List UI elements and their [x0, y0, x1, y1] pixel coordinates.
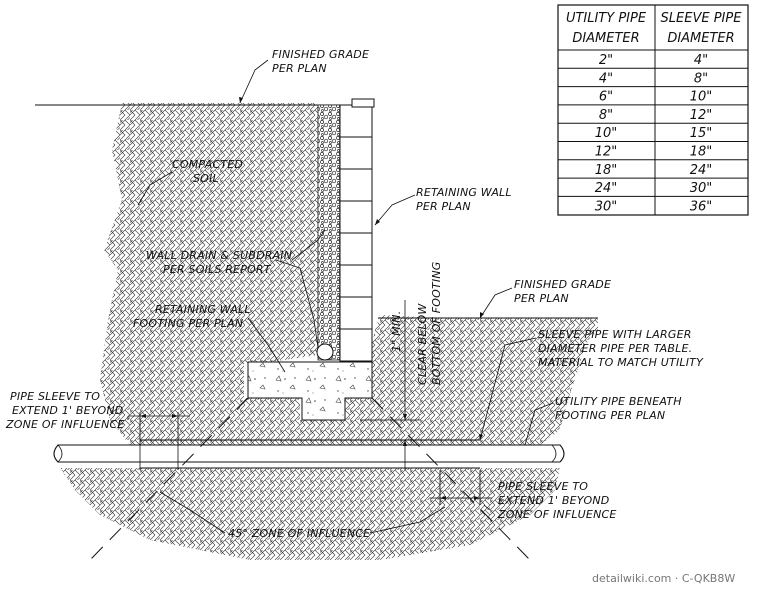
leader-wall-drain: [275, 259, 319, 349]
table-cell-sleeve-diameter: 8": [694, 71, 708, 86]
wall-block: [339, 264, 373, 298]
leader-utility-pipe: [524, 402, 554, 446]
table-cell-sleeve-diameter: 10": [690, 90, 713, 105]
table-cell-utility-diameter: 8": [599, 108, 613, 123]
label-finished-grade-right-2: PER PLAN: [514, 292, 569, 305]
label-pipe-sleeve-right-3: ZONE OF INFLUENCE: [497, 508, 617, 521]
leader-arrow-3: [480, 312, 484, 318]
table-cell-utility-diameter: 10": [595, 126, 618, 141]
table-cell-utility-diameter: 2": [599, 53, 613, 68]
compacted-soil-upper-left: [100, 103, 598, 445]
table-cell-utility-diameter: 4": [599, 71, 613, 86]
leader-arrow-1: [239, 97, 243, 103]
label-sleeve-pipe-1: SLEEVE PIPE WITH LARGER: [538, 328, 692, 341]
label-wall-drain-1: WALL DRAIN & SUBDRAIN: [146, 249, 292, 262]
watermark: detailwiki.com · C-QKB8W: [592, 572, 735, 585]
wall-cap: [351, 98, 375, 108]
wall-block: [339, 104, 373, 138]
label-footing-2: FOOTING PER PLAN: [133, 317, 243, 330]
wall-block: [339, 296, 373, 330]
table-cell-sleeve-diameter: 4": [694, 53, 708, 68]
label-zone-of-influence: 45° ZONE OF INFLUENCE: [228, 527, 370, 540]
table-header-utility-2: DIAMETER: [572, 31, 639, 46]
wall-block: [339, 328, 373, 362]
table-cell-utility-diameter: 18": [595, 163, 618, 178]
leader-sleeve-right: [483, 504, 491, 511]
leader-footing: [247, 317, 286, 373]
label-compacted-soil-1: COMPACTED: [172, 158, 243, 171]
label-compacted-soil-2: SOIL: [193, 172, 219, 185]
wall-drain-gravel: [317, 104, 341, 361]
table-cell-utility-diameter: 12": [595, 145, 618, 160]
label-finished-grade-top-2: PER PLAN: [272, 62, 327, 75]
leader-arrow-4: [479, 434, 483, 440]
label-pipe-sleeve-right-2: EXTEND 1' BEYOND: [498, 494, 609, 507]
table-header-sleeve-1: SLEEVE PIPE: [661, 11, 743, 26]
table-cell-sleeve-diameter: 15": [690, 126, 713, 141]
table-cell-sleeve-diameter: 30": [690, 181, 713, 196]
table-header-sleeve-2: DIAMETER: [667, 31, 734, 46]
label-finished-grade-top-1: FINISHED GRADE: [272, 48, 369, 61]
compacted-soil-lower: [60, 468, 560, 560]
leader-sleeve-pipe: [479, 337, 537, 441]
zone-of-influence-right: [371, 397, 531, 561]
leader-zone-left: [159, 491, 226, 534]
sleeve-size-table: 2" 4" 4" 8" 6" 10" 8" 12" 10" 15" 12" 18" 18" 24" 24" 3…: [557, 4, 749, 216]
label-utility-pipe-1: UTILITY PIPE BENEATH: [555, 395, 682, 408]
leader-zone-right: [369, 506, 446, 534]
table-cell-sleeve-diameter: 24": [690, 163, 713, 178]
wall-block: [339, 168, 373, 202]
retaining-wall-footing: [247, 361, 373, 421]
utility-pipe-left-end: [57, 444, 63, 463]
utility-pipe: [53, 444, 565, 463]
wall-block: [339, 136, 373, 170]
leader-gravel: [291, 229, 326, 261]
leader-finished-grade-top: [239, 59, 269, 104]
label-clear-2: CLEAR BELOW: [416, 303, 429, 385]
leader-retaining-wall: [374, 194, 416, 226]
table-cell-utility-diameter: 24": [595, 181, 618, 196]
label-finished-grade-right-1: FINISHED GRADE: [514, 278, 611, 291]
retaining-wall-blocks: [339, 98, 375, 362]
label-footing-1: RETAINING WALL: [155, 303, 251, 316]
label-clear-1: 1" MIN.: [390, 311, 403, 352]
label-sleeve-pipe-2: DIAMETER PIPE PER TABLE.: [538, 342, 692, 355]
label-retaining-wall-2: PER PLAN: [416, 200, 471, 213]
table-header-utility-1: UTILITY PIPE: [566, 11, 647, 26]
label-retaining-wall-1: RETAINING WALL: [416, 186, 512, 199]
table-cell-utility-diameter: 6": [599, 90, 613, 105]
label-pipe-sleeve-left-3: ZONE OF INFLUENCE: [5, 418, 125, 431]
label-utility-pipe-2: FOOTING PER PLAN: [555, 409, 665, 422]
subdrain-pipe-icon: [316, 343, 334, 361]
wall-block: [339, 200, 373, 234]
table-cell-sleeve-diameter: 18": [690, 145, 713, 160]
wall-block: [339, 232, 373, 266]
label-wall-drain-2: PER SOILS REPORT: [163, 263, 272, 276]
label-pipe-sleeve-left-2: EXTEND 1' BEYOND: [12, 404, 123, 417]
zone-of-influence-left: [89, 397, 249, 561]
leader-compacted-soil: [137, 171, 173, 206]
table-cell-sleeve-diameter: 36": [690, 199, 713, 214]
utility-pipe-right-end: [551, 444, 557, 463]
label-pipe-sleeve-right-1: PIPE SLEEVE TO: [498, 480, 588, 493]
table-cell-utility-diameter: 30": [595, 199, 618, 214]
label-pipe-sleeve-left-1: PIPE SLEEVE TO: [10, 390, 100, 403]
label-sleeve-pipe-3: MATERIAL TO MATCH UTILITY: [538, 356, 704, 369]
label-clear-3: BOTTOM OF FOOTING: [430, 261, 443, 385]
leader-arrow-2: [375, 219, 380, 225]
leader-finished-grade-right: [479, 287, 513, 319]
table-cell-sleeve-diameter: 12": [690, 108, 713, 123]
